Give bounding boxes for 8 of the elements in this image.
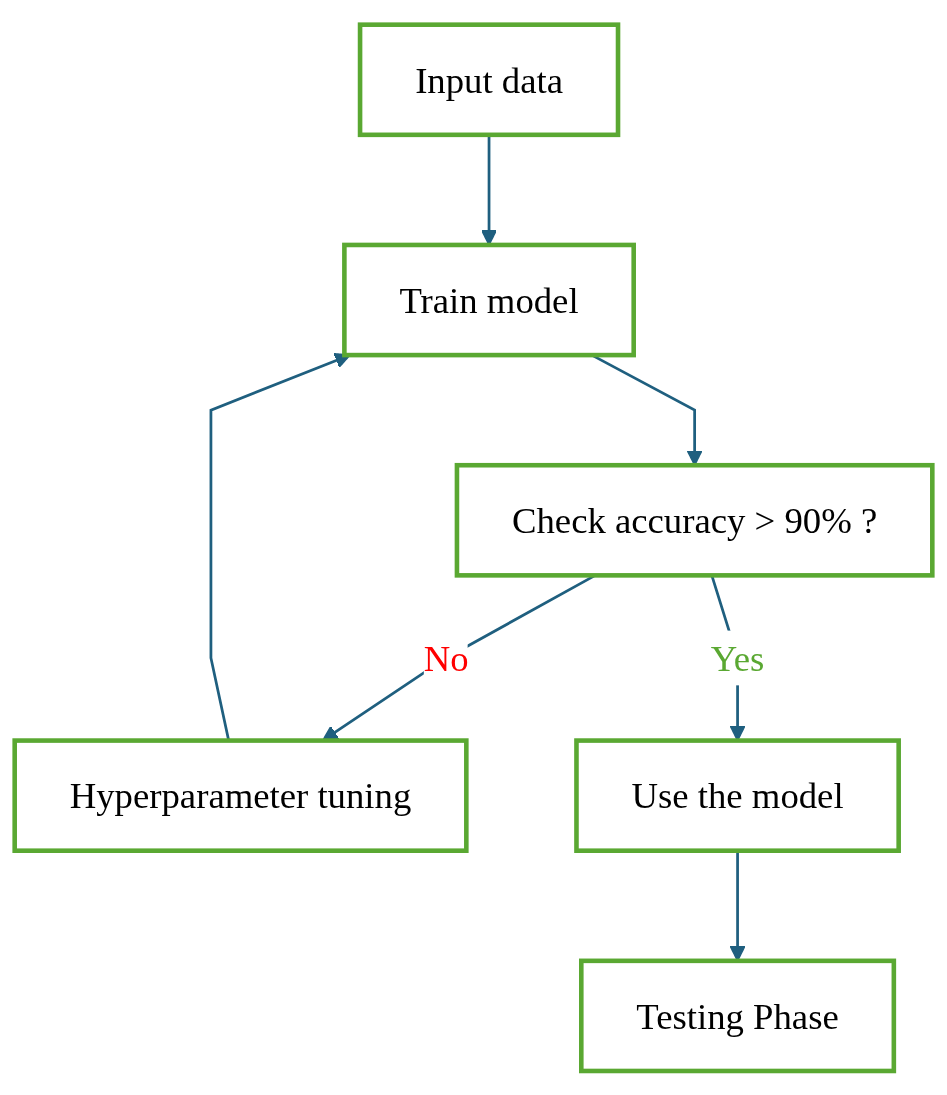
node-box: Use the model	[574, 737, 901, 853]
node-box: Testing Phase	[579, 958, 897, 1073]
node-box: Input data	[357, 22, 621, 137]
node-box: Check accuracy > 90% ?	[454, 462, 935, 578]
node-box: Train model	[342, 242, 636, 358]
node-box: Hyperparameter tuning	[12, 737, 469, 853]
edge-label: No	[423, 637, 469, 678]
edge-label: Yes	[710, 637, 765, 678]
